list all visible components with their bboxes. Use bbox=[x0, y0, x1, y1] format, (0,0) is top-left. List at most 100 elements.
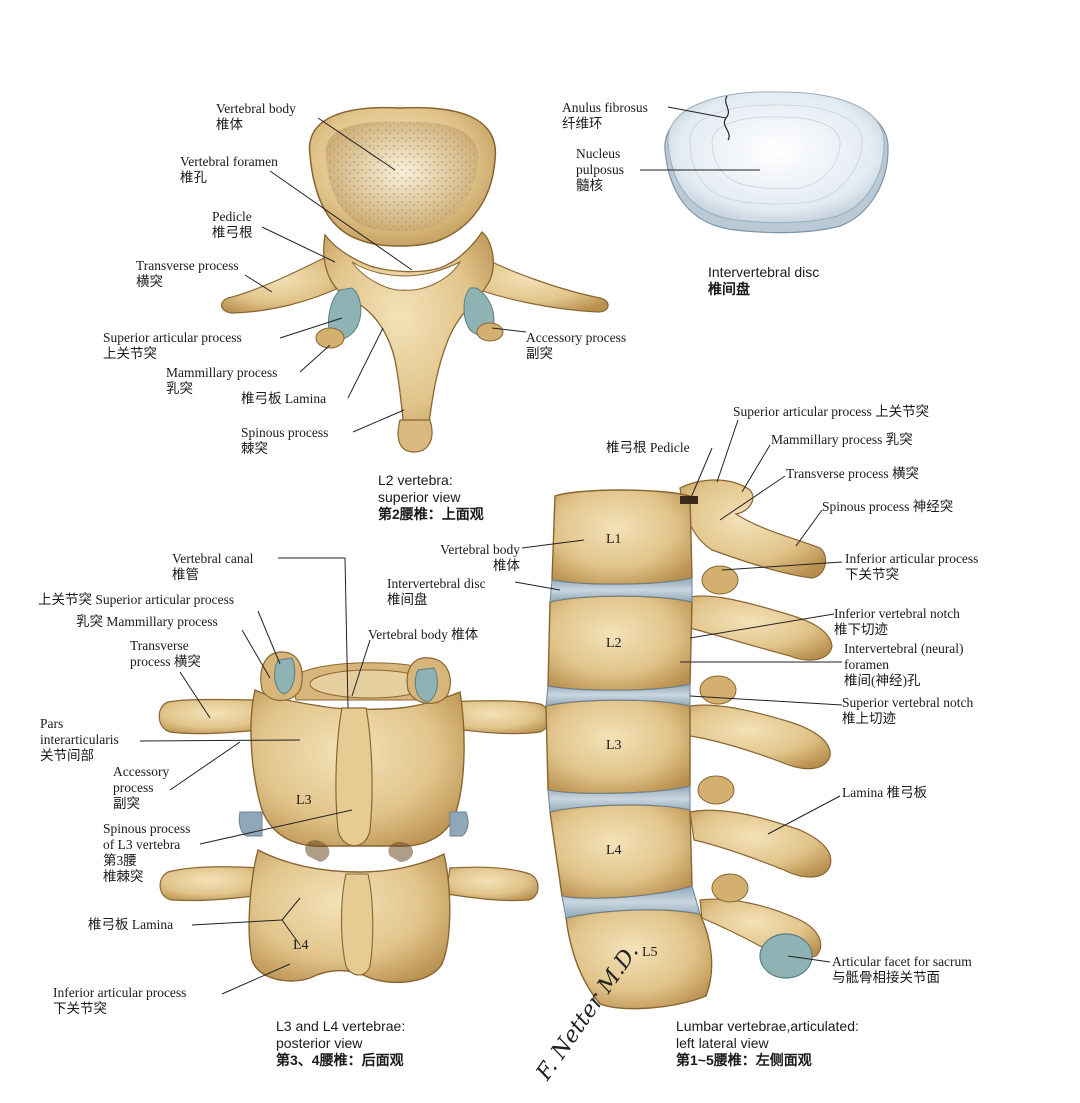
l2-transverse-left bbox=[221, 254, 346, 314]
level-label-l4: L4 bbox=[293, 938, 309, 953]
caption-line: posterior view bbox=[276, 1035, 363, 1051]
label-en: Accessory process bbox=[526, 330, 627, 345]
label-zh: 下关节突 bbox=[53, 1001, 107, 1016]
level-label-l5: L5 bbox=[642, 945, 658, 960]
label-en: 椎弓板 Lamina bbox=[241, 391, 327, 406]
disc-l2-l3 bbox=[545, 683, 691, 707]
label-transverse-process: Transverse process 横突 bbox=[136, 258, 239, 290]
label-spinous-process-l3: Spinous process of L3 vertebra 第3腰 椎棘突 bbox=[103, 821, 190, 885]
caption-zh: 第1~5腰椎：左侧面观 bbox=[676, 1052, 812, 1068]
caption-line: L3 and L4 vertebrae: bbox=[276, 1018, 406, 1034]
label-zh: 副突 bbox=[526, 346, 553, 361]
label-anulus-fibrosus: Anulus fibrosus 纤维环 bbox=[562, 100, 648, 132]
label-vertebral-body-lat: Vertebral body 椎体 bbox=[410, 542, 520, 574]
label-zh: 椎间盘 bbox=[387, 592, 428, 607]
caption-zh: 第2腰椎：上面观 bbox=[378, 506, 484, 522]
caption-line: Lumbar vertebrae,articulated: bbox=[676, 1018, 859, 1034]
level-label-l3: L3 bbox=[296, 793, 312, 808]
label-zh: 副突 bbox=[113, 796, 140, 811]
l3-transverse-left bbox=[158, 698, 281, 735]
label-en: Articular facet for sacrum bbox=[832, 954, 972, 969]
label-transverse-process-lat: Transverse process 横突 bbox=[786, 466, 919, 482]
label-zh: 第3腰 bbox=[103, 853, 137, 868]
label-zh: 髓核 bbox=[576, 178, 603, 193]
label-mammillary-process-post: 乳突 Mammillary process bbox=[76, 614, 218, 630]
label-en: Superior articular process 上关节突 bbox=[733, 404, 930, 419]
label-mammillary-process-lat: Mammillary process 乳突 bbox=[771, 432, 913, 448]
label-lamina: 椎弓板 Lamina bbox=[241, 391, 326, 407]
level-label-l3-lat: L3 bbox=[606, 738, 622, 753]
label-en: Superior articular process bbox=[103, 330, 242, 345]
label-en: process bbox=[113, 780, 154, 795]
label-vertebral-body: Vertebral body 椎体 bbox=[216, 101, 296, 133]
caption-line: left lateral view bbox=[676, 1035, 769, 1051]
label-zh: 椎下切迹 bbox=[834, 622, 888, 637]
label-vertebral-foramen: Vertebral foramen 椎孔 bbox=[180, 154, 278, 186]
label-sacral-facet: Articular facet for sacrum 与骶骨相接关节面 bbox=[832, 954, 972, 986]
label-en: Inferior articular process bbox=[845, 551, 979, 566]
leader-lines bbox=[139, 106, 843, 995]
label-en: 椎弓板 Lamina bbox=[88, 917, 174, 932]
label-en: Vertebral body bbox=[216, 101, 296, 116]
l3-spinous-process bbox=[335, 707, 373, 847]
posterior-view bbox=[158, 651, 550, 983]
label-zh: 椎体 bbox=[216, 117, 243, 132]
label-en: Accessory bbox=[113, 764, 170, 779]
caption-l2-superior: L2 vertebra: superior view 第2腰椎：上面观 bbox=[378, 472, 484, 523]
label-zh: 关节间部 bbox=[40, 748, 94, 763]
label-en: Superior vertebral notch bbox=[842, 695, 974, 710]
label-vertebral-canal: Vertebral canal 椎管 bbox=[172, 551, 253, 583]
label-superior-articular-process-post: 上关节突 Superior articular process bbox=[38, 592, 234, 608]
label-en: Vertebral body bbox=[440, 542, 520, 557]
label-en: Vertebral canal bbox=[172, 551, 254, 566]
lateral-view bbox=[545, 479, 833, 1010]
label-en: pulposus bbox=[576, 162, 625, 177]
label-en: interarticularis bbox=[40, 732, 119, 747]
label-inferior-articular-process-post: Inferior articular process 下关节突 bbox=[53, 985, 186, 1017]
caption-line: Intervertebral disc bbox=[708, 264, 820, 280]
disc-l1-l2 bbox=[549, 577, 693, 603]
caption-zh: 第3、4腰椎：后面观 bbox=[276, 1052, 404, 1068]
caption-posterior-view: L3 and L4 vertebrae: posterior view 第3、4… bbox=[276, 1018, 405, 1069]
level-label-l2: L2 bbox=[606, 636, 622, 651]
label-zh: 椎棘突 bbox=[103, 869, 144, 884]
label-en: Vertebral body 椎体 bbox=[368, 627, 479, 642]
label-zh: 乳突 bbox=[166, 381, 193, 396]
label-zh: 椎上切迹 bbox=[842, 711, 896, 726]
label-zh: 横突 bbox=[136, 274, 163, 289]
label-en: Pedicle bbox=[212, 209, 252, 224]
caption-lateral-view: Lumbar vertebrae,articulated: left later… bbox=[676, 1018, 859, 1069]
label-zh: 椎管 bbox=[172, 567, 199, 582]
intervertebral-disc-view bbox=[664, 91, 889, 234]
label-en: Nucleus bbox=[576, 146, 621, 161]
label-en: Lamina 椎弓板 bbox=[842, 785, 928, 800]
label-en: foramen bbox=[844, 657, 889, 672]
label-en: Transverse process bbox=[136, 258, 239, 273]
l4-transverse-left bbox=[159, 866, 271, 902]
label-en: Spinous process bbox=[241, 425, 329, 440]
l4-transverse-right bbox=[445, 866, 539, 902]
l2-superior-facet-left bbox=[327, 287, 362, 341]
l2-transverse-right bbox=[464, 254, 609, 313]
label-superior-articular-process: Superior articular process 上关节突 bbox=[103, 330, 242, 362]
label-lamina-lat: Lamina 椎弓板 bbox=[842, 785, 927, 801]
label-en: Intervertebral disc bbox=[387, 576, 486, 591]
label-zh: 椎体 bbox=[493, 558, 520, 573]
label-inferior-vertebral-notch: Inferior vertebral notch 椎下切迹 bbox=[834, 606, 960, 638]
l2-neural-arch bbox=[323, 231, 494, 445]
disc-surface bbox=[667, 91, 885, 224]
disc-l4-l5 bbox=[561, 885, 701, 919]
label-en: Vertebral foramen bbox=[180, 154, 278, 169]
label-spinous-process-lat: Spinous process 神经突 bbox=[822, 499, 953, 515]
label-zh: 椎弓根 bbox=[212, 225, 253, 240]
label-en: 椎弓根 Pedicle bbox=[606, 440, 690, 455]
label-zh: 上关节突 bbox=[103, 346, 157, 361]
label-accessory-process-post: Accessory process 副突 bbox=[113, 764, 169, 812]
label-inferior-articular-process-lat: Inferior articular process 下关节突 bbox=[845, 551, 978, 583]
label-pars-interarticularis: Pars interarticularis 关节间部 bbox=[40, 716, 119, 764]
label-en: of L3 vertebra bbox=[103, 837, 181, 852]
caption-line: superior view bbox=[378, 489, 461, 505]
label-lamina-post: 椎弓板 Lamina bbox=[88, 917, 173, 933]
label-intervertebral-foramen: Intervertebral (neural) foramen 椎间(神经)孔 bbox=[844, 641, 964, 689]
